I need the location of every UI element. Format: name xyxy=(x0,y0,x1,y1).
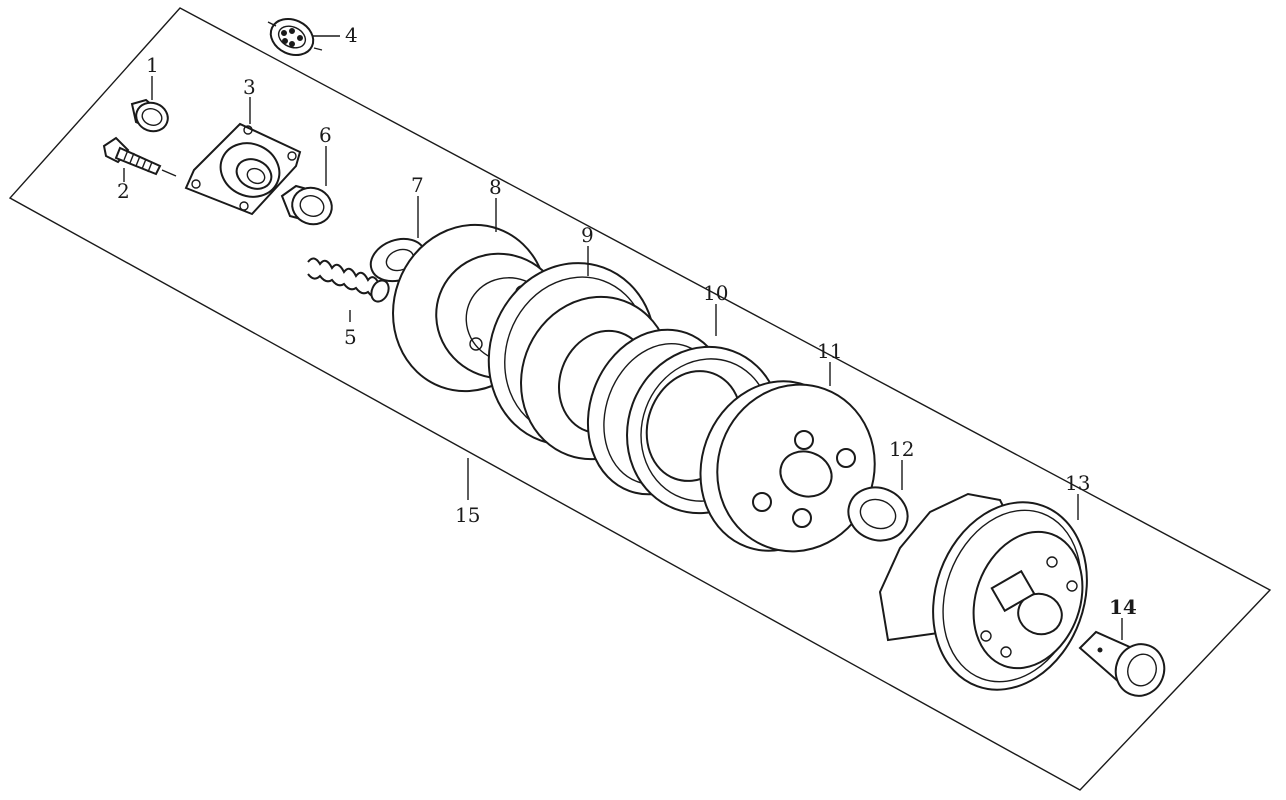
label-15: 15 xyxy=(455,503,480,527)
label-7: 7 xyxy=(411,173,424,197)
label-6: 6 xyxy=(319,123,332,147)
part-12-thrust-washer xyxy=(847,486,909,542)
label-10: 10 xyxy=(703,281,728,305)
part-2-bolt xyxy=(102,136,177,177)
part-4-bearing xyxy=(267,18,323,56)
label-14: 14 xyxy=(1109,595,1137,619)
label-5: 5 xyxy=(344,325,357,349)
part-11-clutch-center xyxy=(699,380,876,553)
label-13: 13 xyxy=(1065,471,1090,495)
part-6-nut xyxy=(280,184,333,226)
part-13-clutch-outer xyxy=(878,492,1088,691)
label-12: 12 xyxy=(889,437,914,461)
label-3: 3 xyxy=(243,75,256,99)
part-1-collar xyxy=(130,98,169,133)
leader-lines xyxy=(123,35,1123,640)
label-8: 8 xyxy=(489,175,502,199)
label-11: 11 xyxy=(817,339,842,363)
part-14-bushing xyxy=(1078,630,1166,697)
label-9: 9 xyxy=(581,223,594,247)
label-4: 4 xyxy=(345,23,358,47)
part-3-lifter-plate xyxy=(184,122,302,216)
assembly-frame xyxy=(8,7,1272,791)
label-2: 2 xyxy=(117,179,130,203)
label-1: 1 xyxy=(146,53,159,77)
part-labels: 1 2 3 4 5 6 7 8 9 10 11 12 13 14 15 xyxy=(117,23,1137,619)
